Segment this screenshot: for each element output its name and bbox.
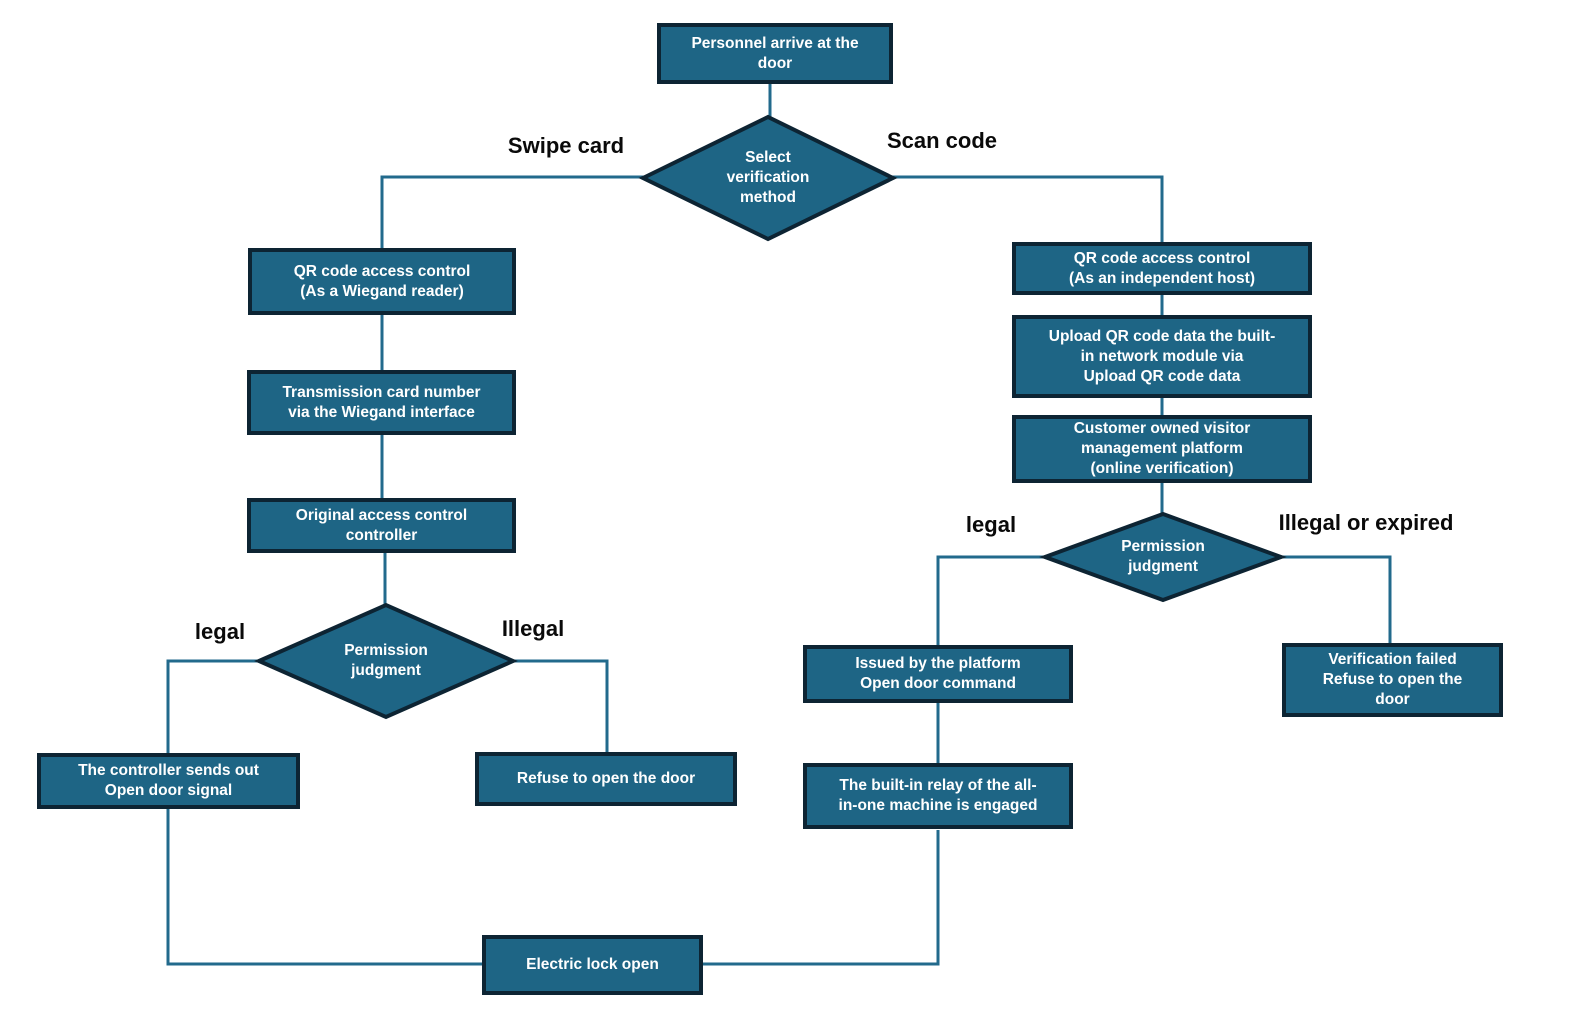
edge-label-swipe-card: Swipe card: [507, 133, 625, 158]
decision-select-verification-label: Select verification method: [726, 149, 810, 206]
edge-label-scan-code: Scan code: [886, 128, 998, 153]
node-qr-independent-host: QR code access control (As an independen…: [1012, 242, 1312, 295]
node-qr-wiegand-reader: QR code access control (As a Wiegand rea…: [248, 248, 516, 315]
edge-illegal-right: [1279, 555, 1392, 643]
node-verification-failed: Verification failed Refuse to open the d…: [1282, 643, 1503, 717]
edge-legal-left: [166, 659, 261, 753]
edge-signal-to-lock: [166, 807, 482, 966]
node-refuse-open-door: Refuse to open the door: [475, 752, 737, 806]
node-personnel-arrive: Personnel arrive at the door: [657, 23, 893, 84]
edge-illegal-left: [511, 659, 609, 752]
decision-permission-right-label: Permission judgment: [1121, 538, 1205, 575]
decision-permission-left-shape: [254, 602, 518, 720]
decision-permission-right-shape: [1039, 511, 1287, 603]
node-issued-by-platform: Issued by the platform Open door command: [803, 645, 1073, 703]
node-customer-visitor-platform: Customer owned visitor management platfo…: [1012, 415, 1312, 483]
edge-swipe-card: [380, 175, 645, 248]
decision-select-verification-shape: [638, 114, 898, 242]
node-electric-lock-open: Electric lock open: [482, 935, 703, 995]
edge-label-legal-right: legal: [965, 512, 1017, 537]
node-transmission-card-number: Transmission card number via the Wiegand…: [247, 370, 516, 435]
edge-relay-to-lock: [703, 830, 940, 966]
edge-label-illegal-left: Illegal: [501, 616, 565, 641]
node-builtin-relay-engaged: The built-in relay of the all- in-one ma…: [803, 763, 1073, 829]
decision-permission-left-label: Permission judgment: [344, 642, 428, 679]
edge-label-legal-left: legal: [194, 619, 246, 644]
node-controller-sends-signal: The controller sends out Open door signa…: [37, 753, 300, 809]
node-upload-qr-data: Upload QR code data the built- in networ…: [1012, 315, 1312, 398]
edge-legal-right: [936, 555, 1047, 645]
node-original-access-controller: Original access control controller: [247, 498, 516, 553]
edge-label-illegal-expired: Illegal or expired: [1278, 510, 1454, 535]
edge-scan-code: [891, 175, 1164, 242]
